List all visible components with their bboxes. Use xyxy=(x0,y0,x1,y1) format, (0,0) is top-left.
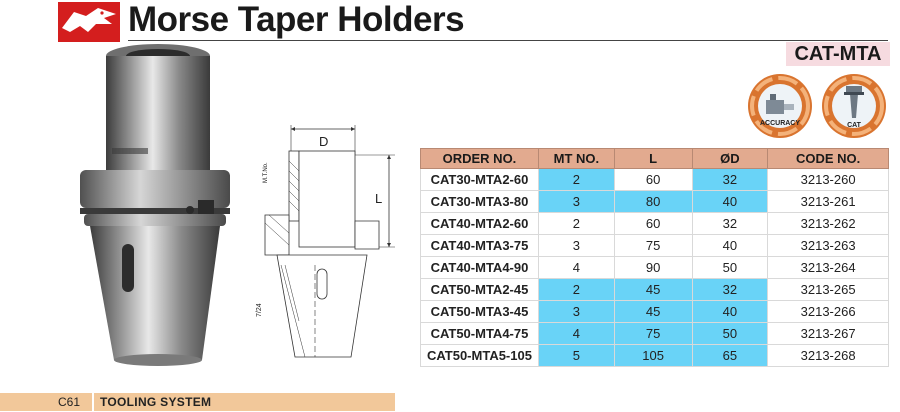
table-row: CAT30-MTA3-80 3 80 40 3213-261 xyxy=(420,190,889,213)
code-no-cell: 3213-266 xyxy=(767,300,889,323)
code-no-cell: 3213-262 xyxy=(767,212,889,235)
d-cell: 32 xyxy=(691,212,769,235)
mt-no-cell: 5 xyxy=(537,344,615,367)
mt-no-cell: 4 xyxy=(537,256,615,279)
morse-taper-holder-image xyxy=(80,44,230,366)
d-cell: 65 xyxy=(691,344,769,367)
table-row: CAT30-MTA2-60 2 60 32 3213-260 xyxy=(420,168,889,191)
order-no-cell: CAT30-MTA3-80 xyxy=(420,190,539,213)
d-cell: 50 xyxy=(691,322,769,345)
table-header-row: ORDER NO. MT NO. L ØD CODE NO. xyxy=(420,148,889,169)
mt-no-cell: 3 xyxy=(537,234,615,257)
cat-label: CAT xyxy=(847,122,861,129)
table-row: CAT40-MTA4-90 4 90 50 3213-264 xyxy=(420,256,889,279)
col-d: ØD xyxy=(691,148,769,169)
cross-section-drawing: D L 7/24 M.T.No. xyxy=(256,125,395,358)
order-no-cell: CAT50-MTA2-45 xyxy=(420,278,539,301)
l-cell: 75 xyxy=(613,322,693,345)
mt-no-cell: 2 xyxy=(537,168,615,191)
table-row: CAT50-MTA3-45 3 45 40 3213-266 xyxy=(420,300,889,323)
d-cell: 40 xyxy=(691,234,769,257)
order-no-cell: CAT40-MTA4-90 xyxy=(420,256,539,279)
code-no-cell: 3213-267 xyxy=(767,322,889,345)
page-title: Morse Taper Holders xyxy=(128,0,465,39)
col-order-no: ORDER NO. xyxy=(420,148,539,169)
footer-bar xyxy=(0,393,395,411)
title-divider xyxy=(128,40,888,41)
mt-no-cell: 3 xyxy=(537,300,615,323)
order-no-cell: CAT40-MTA2-60 xyxy=(420,212,539,235)
accuracy-label: ACCURACY xyxy=(759,120,801,127)
cat-feature: CAT xyxy=(820,72,888,140)
accuracy-feature: ACCURACY xyxy=(746,72,814,140)
table-row: CAT50-MTA2-45 2 45 32 3213-265 xyxy=(420,278,889,301)
accuracy-gauge-icon xyxy=(748,74,812,138)
col-code-no: CODE NO. xyxy=(767,148,889,169)
col-mt-no: MT NO. xyxy=(537,148,615,169)
mt-no-cell: 4 xyxy=(537,322,615,345)
code-no-cell: 3213-260 xyxy=(767,168,889,191)
d-cell: 32 xyxy=(691,168,769,191)
d-cell: 50 xyxy=(691,256,769,279)
table-row: CAT40-MTA3-75 3 75 40 3213-263 xyxy=(420,234,889,257)
cat-shank-icon xyxy=(822,74,886,138)
order-no-cell: CAT50-MTA4-75 xyxy=(420,322,539,345)
d-cell: 40 xyxy=(691,300,769,323)
l-cell: 45 xyxy=(613,300,693,323)
series-badge: CAT-MTA xyxy=(786,42,890,66)
l-cell: 105 xyxy=(613,344,693,367)
order-no-cell: CAT50-MTA3-45 xyxy=(420,300,539,323)
l-cell: 90 xyxy=(613,256,693,279)
l-cell: 60 xyxy=(613,212,693,235)
footer-divider xyxy=(92,393,94,411)
section-title: TOOLING SYSTEM xyxy=(100,395,212,409)
mt-no-cell: 2 xyxy=(537,278,615,301)
d-cell: 32 xyxy=(691,278,769,301)
order-no-cell: CAT40-MTA3-75 xyxy=(420,234,539,257)
mt-number-label: M.T.No. xyxy=(263,162,269,183)
l-cell: 45 xyxy=(613,278,693,301)
dim-l-label: L xyxy=(375,191,382,206)
order-no-cell: CAT50-MTA5-105 xyxy=(420,344,539,367)
mt-no-cell: 3 xyxy=(537,190,615,213)
d-cell: 40 xyxy=(691,190,769,213)
eagle-logo-icon xyxy=(58,2,120,42)
mt-no-cell: 2 xyxy=(537,212,615,235)
table-row: CAT40-MTA2-60 2 60 32 3213-262 xyxy=(420,212,889,235)
table-row: CAT50-MTA5-105 5 105 65 3213-268 xyxy=(420,344,889,367)
specification-table: ORDER NO. MT NO. L ØD CODE NO. CAT30-MTA… xyxy=(420,148,889,367)
table-row: CAT50-MTA4-75 4 75 50 3213-267 xyxy=(420,322,889,345)
col-l: L xyxy=(613,148,693,169)
code-no-cell: 3213-263 xyxy=(767,234,889,257)
code-no-cell: 3213-265 xyxy=(767,278,889,301)
page-number: C61 xyxy=(57,395,80,409)
code-no-cell: 3213-268 xyxy=(767,344,889,367)
taper-angle-label: 7/24 xyxy=(256,303,263,317)
l-cell: 80 xyxy=(613,190,693,213)
l-cell: 60 xyxy=(613,168,693,191)
dim-d-label: D xyxy=(319,134,328,149)
order-no-cell: CAT30-MTA2-60 xyxy=(420,168,539,191)
code-no-cell: 3213-264 xyxy=(767,256,889,279)
code-no-cell: 3213-261 xyxy=(767,190,889,213)
l-cell: 75 xyxy=(613,234,693,257)
